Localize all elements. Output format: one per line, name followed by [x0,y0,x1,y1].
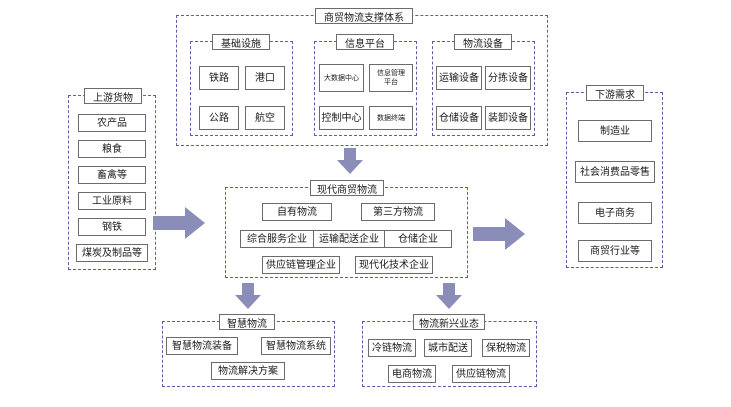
warehousing-enterprise-box: 仓储企业 [384,230,452,248]
info-platform-title: 信息平台 [336,34,394,50]
arrow-down-icon [436,283,462,309]
loading-equipment-box: 装卸设备 [485,106,531,130]
data-terminal-box: 数据终端 [369,106,413,130]
upstream-item-steel: 钢铁 [78,218,146,236]
support-system-title: 商贸物流支撑体系 [315,8,413,24]
arrow-right-icon [153,207,205,239]
downstream-item-manufacturing: 制造业 [578,120,652,142]
modern-technology-box: 现代化技术企业 [355,256,433,274]
highway-box: 公路 [199,106,239,130]
logistics-equipment-title: 物流设备 [454,34,512,50]
ecommerce-logistics-box: 电商物流 [388,365,436,383]
big-data-center-box: 大数据中心 [319,64,364,92]
infrastructure-title: 基础设施 [212,34,270,50]
transport-equipment-box: 运输设备 [436,66,482,90]
bonded-logistics-box: 保税物流 [482,339,530,357]
downstream-item-commerce: 商贸行业等 [578,240,652,262]
emerging-logistics-title: 物流新兴业态 [413,314,485,330]
supply-chain-logistics-box: 供应链物流 [452,365,510,383]
control-center-box: 控制中心 [319,106,364,130]
port-box: 港口 [245,66,285,90]
upstream-item-coal: 煤炭及制品等 [76,244,148,262]
downstream-item-ecommerce: 电子商务 [578,202,652,224]
upstream-item-grain: 粮食 [78,140,146,158]
smart-logistics-equipment-box: 智慧物流装备 [166,337,238,355]
downstream-title: 下游需求 [586,85,644,101]
arrow-right-icon [473,218,525,250]
info-management-platform-box: 信息管理平台 [369,64,413,92]
cold-chain-box: 冷链物流 [368,339,416,357]
smart-logistics-title: 智慧物流 [219,314,275,330]
upstream-item-livestock: 畜禽等 [78,166,146,184]
third-party-logistics-box: 第三方物流 [361,203,435,221]
arrow-down-icon [337,148,363,174]
sorting-equipment-box: 分拣设备 [485,66,531,90]
smart-logistics-system-box: 智慧物流系统 [261,337,331,355]
info-management-platform-label: 信息管理平台 [377,69,405,86]
modern-logistics-title: 现代商贸物流 [310,180,384,196]
upstream-item-agricultural: 农产品 [78,114,146,132]
arrow-down-icon [235,283,261,309]
railway-box: 铁路 [199,66,239,90]
storage-equipment-box: 仓储设备 [436,106,482,130]
upstream-item-industrial-materials: 工业原料 [78,192,146,210]
downstream-item-retail: 社会消费品零售 [575,161,655,183]
logistics-solutions-box: 物流解决方案 [211,362,285,380]
integrated-service-box: 综合服务企业 [240,230,314,248]
city-delivery-box: 城市配送 [424,339,472,357]
transport-delivery-box: 运输配送企业 [313,230,385,248]
supply-chain-management-box: 供应链管理企业 [262,256,340,274]
upstream-title: 上游货物 [84,88,142,104]
aviation-box: 航空 [245,106,285,130]
self-owned-logistics-box: 自有物流 [262,203,332,221]
